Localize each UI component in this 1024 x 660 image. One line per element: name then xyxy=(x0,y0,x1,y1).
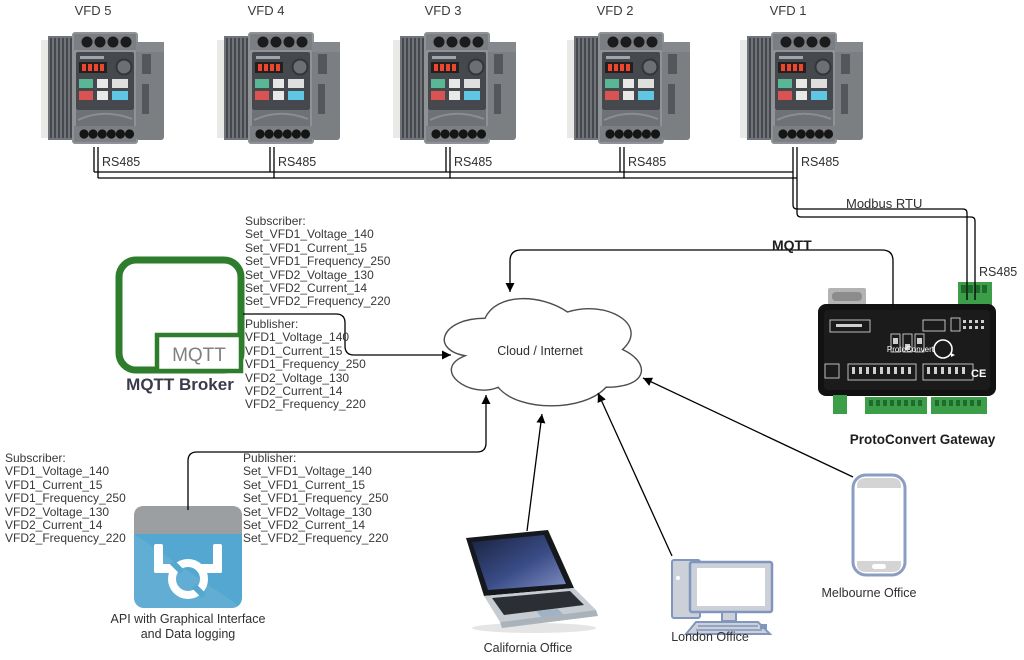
gateway-brand-text: ProtoConvert xyxy=(887,345,935,354)
topic-item: Set_VFD2_Frequency_220 xyxy=(245,294,391,309)
vfd4-label: VFD 4 xyxy=(247,3,285,18)
topic-item: Set_VFD1_Current_15 xyxy=(245,240,368,255)
melbourne-connection-line xyxy=(642,377,854,478)
modbus-rtu-label: Modbus RTU xyxy=(846,196,923,211)
mqtt-protocol-label: MQTT xyxy=(772,237,812,253)
laptop-icon xyxy=(456,526,602,641)
topic-item: VFD2_Voltage_130 xyxy=(5,504,110,519)
topic-item: VFD1_Current_15 xyxy=(5,477,103,492)
broker-publisher-list: Publisher: VFD1_Voltage_140 VFD1_Current… xyxy=(245,317,366,412)
api-label: API with Graphical Interface and Data lo… xyxy=(98,612,278,642)
mqtt-broker-icon: MQTT xyxy=(114,255,246,380)
topic-item: VFD1_Current_15 xyxy=(245,343,343,358)
topic-item: Set_VFD1_Current_15 xyxy=(243,477,366,492)
vfd2-label: VFD 2 xyxy=(596,3,634,18)
vfd3-label: VFD 3 xyxy=(424,3,462,18)
cloud-shape xyxy=(443,297,642,407)
list-title: Subscriber: xyxy=(245,214,306,228)
topic-item: Set_VFD1_Frequency_250 xyxy=(245,254,391,269)
mqtt-connection-line xyxy=(505,249,894,305)
topic-item: VFD2_Frequency_220 xyxy=(5,531,126,546)
topic-item: Set_VFD2_Voltage_130 xyxy=(245,267,374,282)
california-office-label: California Office xyxy=(483,641,573,655)
rs485-label-vfd3: RS485 xyxy=(454,155,493,169)
ce-mark: CE xyxy=(971,368,986,380)
phone-icon xyxy=(850,472,908,583)
topic-item: VFD2_Frequency_220 xyxy=(245,397,366,412)
topic-item: VFD2_Voltage_130 xyxy=(245,370,350,385)
list-title: Subscriber: xyxy=(5,451,66,465)
topic-item: Set_VFD1_Frequency_250 xyxy=(243,491,389,506)
topic-item: VFD2_Current_14 xyxy=(5,518,103,533)
topic-item: Set_VFD2_Voltage_130 xyxy=(243,504,372,519)
desktop-icon xyxy=(666,554,778,641)
api-label-line1: API with Graphical Interface xyxy=(110,612,266,626)
rs485-bus-lines xyxy=(93,147,797,179)
api-subscriber-list: Subscriber: VFD1_Voltage_140 VFD1_Curren… xyxy=(5,451,126,546)
cloud-label: Cloud / Internet xyxy=(497,344,583,358)
rs485-label-gateway: RS485 xyxy=(979,265,1018,279)
topic-item: Set_VFD1_Voltage_140 xyxy=(243,464,372,479)
rs485-label-vfd5: RS485 xyxy=(102,155,141,169)
api-icon xyxy=(134,506,242,613)
modbus-rtu-lines xyxy=(792,147,976,300)
rs485-label-vfd2: RS485 xyxy=(628,155,667,169)
topic-item: VFD1_Voltage_140 xyxy=(245,330,350,345)
mqtt-icon-text: MQTT xyxy=(172,345,226,366)
api-connection-line xyxy=(187,395,491,510)
vfd1-label: VFD 1 xyxy=(769,3,807,18)
rs485-label-vfd4: RS485 xyxy=(278,155,317,169)
topic-item: VFD1_Voltage_140 xyxy=(5,464,110,479)
melbourne-office-label: Melbourne Office xyxy=(821,586,917,600)
london-connection-line xyxy=(597,392,673,557)
topic-item: Set_VFD2_Frequency_220 xyxy=(243,531,389,546)
api-label-line2: and Data logging xyxy=(140,627,236,641)
topic-item: Set_VFD2_Current_14 xyxy=(243,518,366,533)
list-title: Publisher: xyxy=(243,451,297,465)
api-publisher-list: Publisher: Set_VFD1_Voltage_140 Set_VFD1… xyxy=(243,451,389,546)
broker-subscriber-list: Subscriber: Set_VFD1_Voltage_140 Set_VFD… xyxy=(245,214,391,309)
london-office-label: London Office xyxy=(671,630,749,644)
broker-connection-line xyxy=(243,313,451,360)
list-title: Publisher: xyxy=(245,317,299,331)
rs485-label-vfd1: RS485 xyxy=(801,155,840,169)
topic-item: VFD2_Current_14 xyxy=(245,384,343,399)
topic-item: VFD1_Frequency_250 xyxy=(5,491,126,506)
topic-item: VFD1_Frequency_250 xyxy=(245,357,366,372)
gateway-label: ProtoConvert Gateway xyxy=(849,432,996,447)
gateway-image: ProtoConvert CE xyxy=(803,276,1011,435)
vfd5-label: VFD 5 xyxy=(74,3,112,18)
topic-item: Set_VFD1_Voltage_140 xyxy=(245,227,374,242)
mqtt-broker-label: MQTT Broker xyxy=(126,375,234,394)
california-connection-line xyxy=(526,413,546,532)
topic-item: Set_VFD2_Current_14 xyxy=(245,281,368,296)
